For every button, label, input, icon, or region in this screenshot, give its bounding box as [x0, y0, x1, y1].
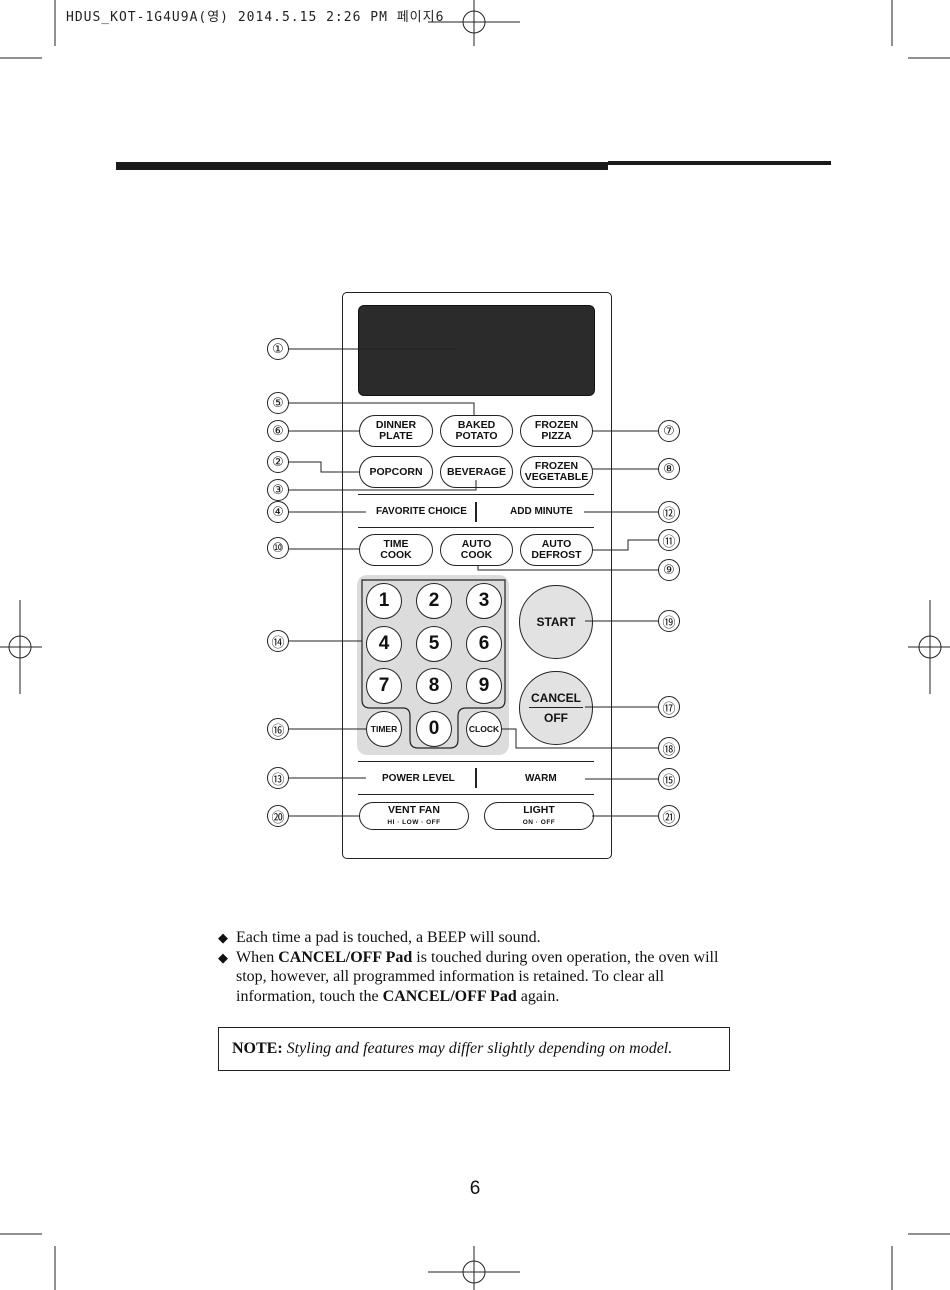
- digit-7-pad[interactable]: 7: [366, 668, 402, 704]
- callout-13: ⑬: [267, 767, 289, 789]
- callout-6: ⑥: [267, 420, 289, 442]
- diamond-bullet-icon: ◆: [218, 949, 228, 965]
- frozen-vegetable-pad[interactable]: FROZEN VEGETABLE: [520, 456, 593, 488]
- callout-1: ①: [267, 338, 289, 360]
- note-box: NOTE:Styling and features may differ sli…: [218, 1027, 730, 1071]
- callout-21: ㉑: [658, 805, 680, 827]
- print-stamp: HDUS_KOT-1G4U9A(영) 2014.5.15 2:26 PM 페이지…: [66, 10, 445, 25]
- notes-list: ◆ Each time a pad is touched, a BEEP wil…: [218, 928, 738, 1006]
- baked-potato-pad[interactable]: BAKED POTATO: [440, 415, 513, 447]
- diamond-bullet-icon: ◆: [218, 930, 228, 945]
- digit-9-pad[interactable]: 9: [466, 668, 502, 704]
- digit-0-pad[interactable]: 0: [416, 711, 452, 747]
- callout-8: ⑧: [658, 458, 680, 480]
- note-item: ◆ Each time a pad is touched, a BEEP wil…: [218, 929, 541, 946]
- digit-1-pad[interactable]: 1: [366, 583, 402, 619]
- auto-cook-pad[interactable]: AUTO COOK: [440, 534, 513, 566]
- separator: [358, 761, 594, 762]
- start-pad[interactable]: START: [519, 585, 593, 659]
- clock-pad[interactable]: CLOCK: [466, 711, 502, 747]
- section-rule: [116, 162, 608, 170]
- timer-pad[interactable]: TIMER: [366, 711, 402, 747]
- callout-14: ⑭: [267, 630, 289, 652]
- separator: [358, 527, 594, 528]
- divider: [475, 768, 477, 788]
- callout-18: ⑱: [658, 737, 680, 759]
- power-level-pad[interactable]: POWER LEVEL: [382, 773, 455, 784]
- callout-20: ⑳: [267, 805, 289, 827]
- callout-15: ⑮: [658, 768, 680, 790]
- callout-2: ②: [267, 451, 289, 473]
- digit-6-pad[interactable]: 6: [466, 626, 502, 662]
- warm-pad[interactable]: WARM: [525, 773, 557, 784]
- dinner-plate-pad[interactable]: DINNER PLATE: [359, 415, 433, 447]
- separator: [358, 794, 594, 795]
- callout-12: ⑫: [658, 501, 680, 523]
- beverage-pad[interactable]: BEVERAGE: [440, 456, 513, 488]
- separator: [358, 494, 594, 495]
- callout-16: ⑯: [267, 718, 289, 740]
- digit-8-pad[interactable]: 8: [416, 668, 452, 704]
- auto-defrost-pad[interactable]: AUTO DEFROST: [520, 534, 593, 566]
- callout-4: ④: [267, 501, 289, 523]
- popcorn-pad[interactable]: POPCORN: [359, 456, 433, 488]
- note-item: ◆ When CANCEL/OFF Pad is touched during …: [218, 948, 719, 1005]
- digit-4-pad[interactable]: 4: [366, 626, 402, 662]
- display-window: [358, 305, 595, 396]
- callout-10: ⑩: [267, 537, 289, 559]
- frozen-pizza-pad[interactable]: FROZEN PIZZA: [520, 415, 593, 447]
- divider: [475, 502, 477, 522]
- callout-19: ⑲: [658, 610, 680, 632]
- callout-17: ⑰: [658, 696, 680, 718]
- callout-7: ⑦: [658, 420, 680, 442]
- add-minute-pad[interactable]: ADD MINUTE: [510, 506, 573, 517]
- section-rule-thin: [608, 161, 831, 165]
- favorite-choice-pad[interactable]: FAVORITE CHOICE: [376, 506, 467, 517]
- digit-3-pad[interactable]: 3: [466, 583, 502, 619]
- callout-9: ⑨: [658, 559, 680, 581]
- callout-3: ③: [267, 479, 289, 501]
- digit-2-pad[interactable]: 2: [416, 583, 452, 619]
- callout-11: ⑪: [658, 529, 680, 551]
- cancel-off-pad[interactable]: CANCEL OFF: [519, 671, 593, 745]
- callout-5: ⑤: [267, 392, 289, 414]
- digit-5-pad[interactable]: 5: [416, 626, 452, 662]
- page-number: 6: [469, 1178, 481, 1199]
- time-cook-pad[interactable]: TIME COOK: [359, 534, 433, 566]
